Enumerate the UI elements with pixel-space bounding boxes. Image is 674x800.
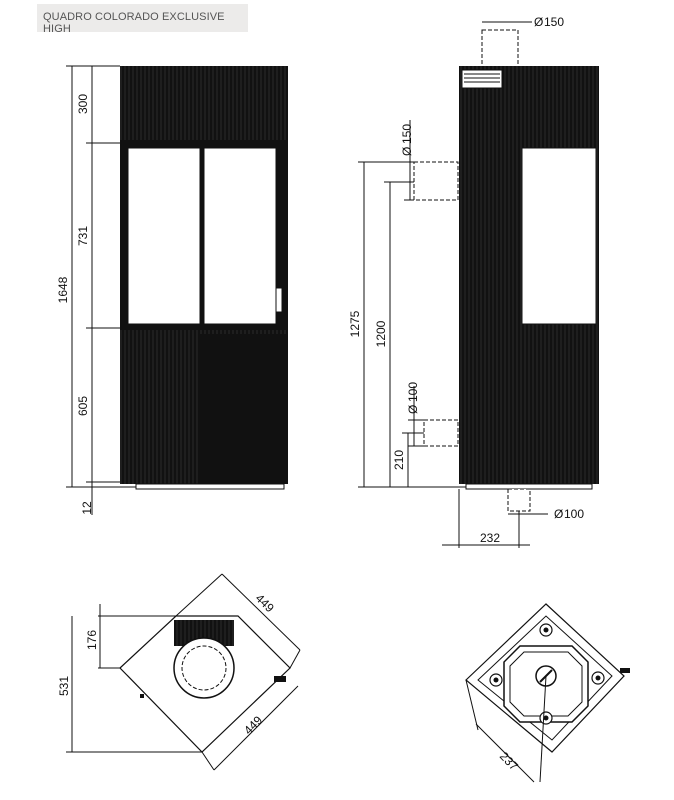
dim-flue-top-symbol: Ø	[534, 15, 543, 29]
bottom-air-pipe	[507, 488, 531, 512]
dim-bottom-air: 100	[564, 507, 584, 521]
front-top-panel	[120, 66, 288, 144]
bottom-view: 237	[465, 603, 630, 783]
title-banner: QUADRO COLORADO EXCLUSIVE HIGH	[37, 4, 248, 35]
side-base	[465, 483, 593, 490]
front-bottom-door	[200, 334, 286, 484]
dim-rear-flue-axis: 1200	[374, 320, 388, 347]
dim-flue-rear-symbol: Ø	[400, 147, 414, 156]
dim-top-side-a: 449	[253, 591, 277, 615]
bottom-view-handle	[620, 668, 630, 673]
rear-flue-pipe	[413, 161, 459, 201]
top-view: 449 449 531 176	[57, 573, 301, 771]
side-view: Ø 150 Ø 150 1275 1200 Ø 100 210 232 Ø 10…	[348, 15, 599, 548]
front-base	[135, 483, 285, 490]
front-door-handle	[275, 287, 283, 313]
front-door-glass-left	[127, 147, 201, 325]
top-view-hinge	[140, 694, 144, 698]
dim-air-inlet: 100	[406, 382, 420, 402]
flue-top-pipe	[481, 29, 519, 69]
dim-air-inlet-symbol: Ø	[406, 405, 420, 414]
drawing-title: QUADRO COLORADO EXCLUSIVE HIGH	[43, 11, 225, 35]
rear-air-inlet	[423, 419, 459, 447]
front-door-glass-right	[203, 147, 277, 325]
dim-top-flue-offset: 176	[85, 630, 99, 650]
dim-air-offset: 232	[480, 531, 500, 545]
dim-base: 12	[80, 501, 94, 515]
dim-top-depth: 531	[57, 676, 71, 696]
side-door-glass	[521, 147, 597, 325]
dim-air-inlet-height: 210	[392, 450, 406, 470]
top-view-flue-inner	[181, 645, 227, 691]
dim-bottom-air-symbol: Ø	[554, 507, 563, 521]
dim-top-section: 300	[76, 94, 90, 114]
dim-top-side-b: 449	[241, 713, 265, 737]
side-top-vent	[461, 69, 503, 89]
side-bottom-panel	[459, 330, 599, 484]
bottom-view-octagon-inner	[509, 651, 583, 717]
dim-flue-top: 150	[544, 15, 564, 29]
dim-bottom-section: 605	[76, 396, 90, 416]
dim-bottom-air-offset: 237	[497, 749, 521, 773]
dim-flue-rear: 150	[400, 124, 414, 144]
front-view: 1648 300 731 605 12	[56, 65, 288, 515]
dim-door-section: 731	[76, 226, 90, 246]
dim-rear-outlet-height: 1275	[348, 310, 362, 337]
top-view-handle	[274, 676, 286, 682]
dim-total-height: 1648	[56, 276, 70, 303]
